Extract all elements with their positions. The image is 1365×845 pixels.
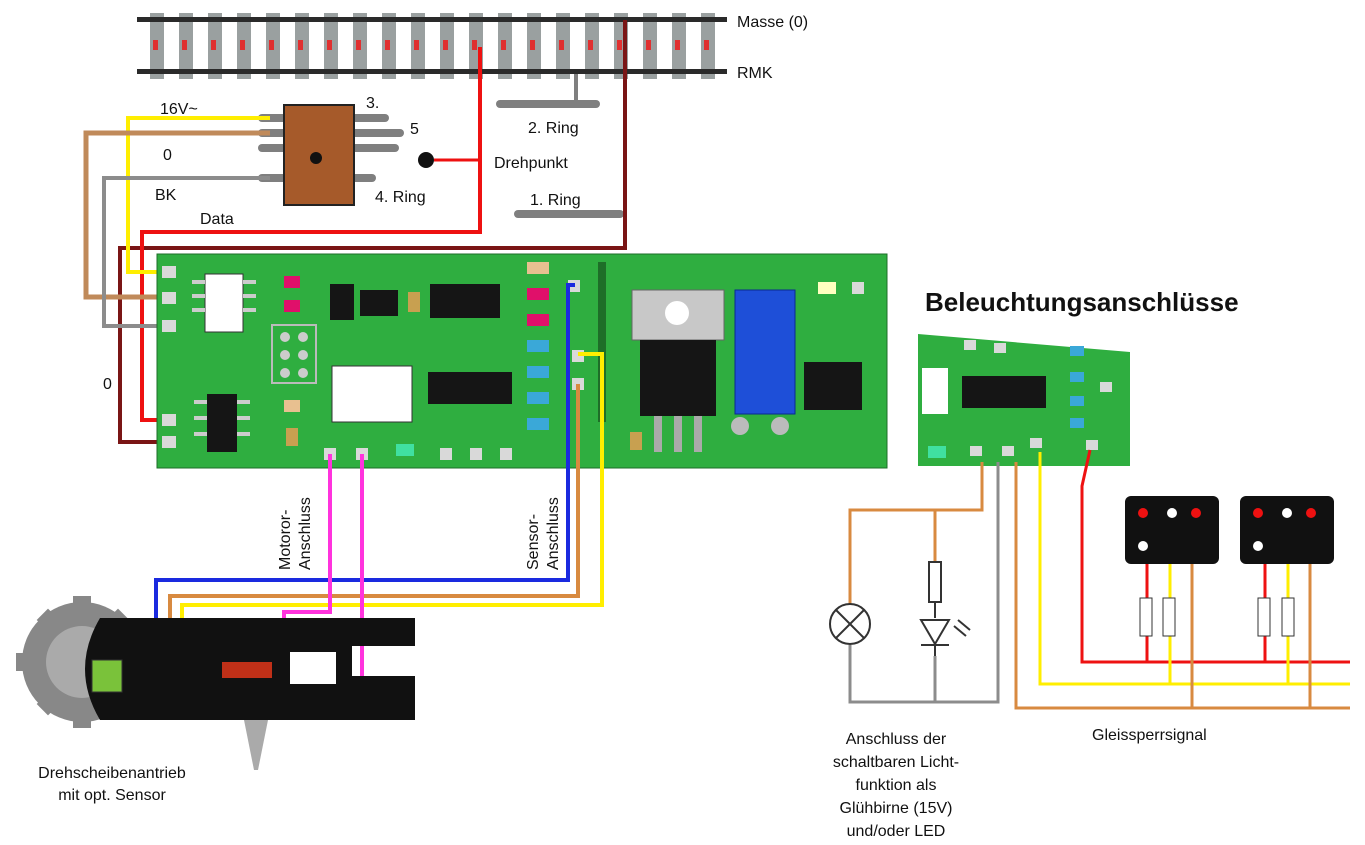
led-icon [919,561,971,656]
motor-label-2: Anschluss [297,497,314,570]
bk-label: BK [155,187,177,204]
light-desc-5: und/oder LED [847,823,946,840]
rmk-label: RMK [737,65,773,82]
pivot-label: Drehpunkt [494,155,568,172]
light-desc-1: Anschluss der [846,731,947,748]
ring2-label: 2. Ring [528,120,579,137]
drive-label-2: mit opt. Sensor [58,787,166,804]
light-desc-3: funktion als [856,777,937,794]
data-label: Data [200,211,234,228]
masse-label: Masse (0) [737,14,808,31]
signal-1 [1125,496,1219,708]
main-pcb [156,253,888,469]
signal-label: Gleissperrsignal [1092,727,1207,744]
lighting-heading: Beleuchtungsanschlüsse [925,287,1239,317]
track-sleepers [150,13,715,79]
sensor-label-2: Anschluss [545,497,562,570]
motor-label-1: Motoror- [277,510,294,570]
ring5-label: 5 [410,121,419,138]
light-desc-2: schaltbaren Licht- [833,754,959,771]
input-wires: 16V~ 0 BK Data 0 [83,101,270,393]
ring4-label: 4. Ring [375,189,426,206]
rotary-switch: 3. 5 4. Ring Drehpunkt [258,95,568,206]
zero-top-label: 0 [163,147,172,164]
lighting-wires [848,449,1350,710]
zero-left-label: 0 [103,376,112,393]
signal-2 [1240,496,1334,708]
contact-rings: 2. Ring 1. Ring [496,74,624,218]
ring3-label: 3. [366,95,379,112]
lighting-pcb [918,334,1130,466]
light-desc-4: Glühbirne (15V) [840,800,953,817]
bulb-icon [829,603,871,645]
pivot-dot [418,152,434,168]
v16-label: 16V~ [160,101,198,118]
rail-bottom [137,69,727,74]
sensor-label-1: Sensor- [525,514,542,570]
track: Masse (0) RMK [137,13,808,82]
track-wires [118,20,627,444]
rail-top [137,17,727,22]
ring1-label: 1. Ring [530,192,581,209]
turntable-drive: Drehscheibenantrieb mit opt. Sensor [16,596,415,804]
drive-label-1: Drehscheibenantrieb [38,765,186,782]
light-description: Anschluss der schaltbaren Licht- funktio… [833,731,959,840]
